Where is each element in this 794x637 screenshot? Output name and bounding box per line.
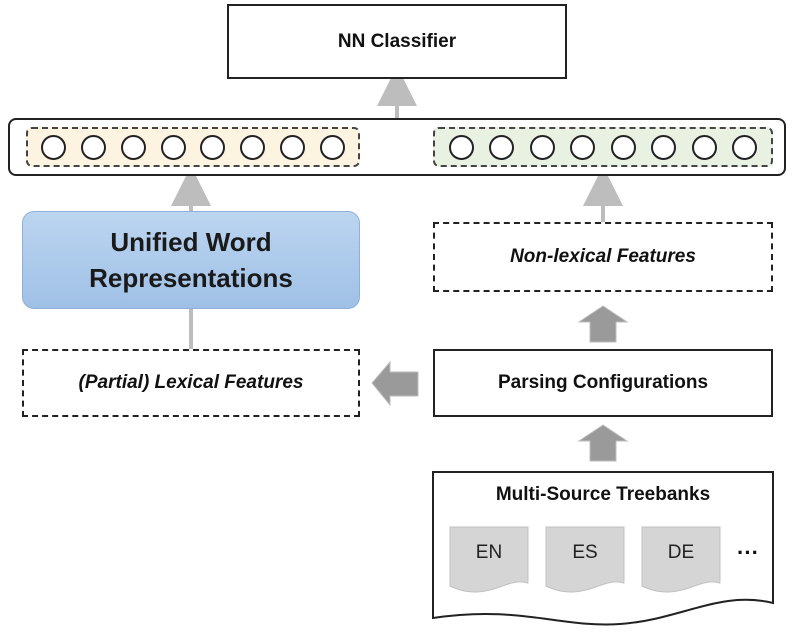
parsing-configurations-box: Parsing Configurations (433, 349, 773, 417)
neuron (200, 134, 226, 160)
treebank-label-en: EN (475, 542, 503, 563)
neuron (732, 134, 758, 160)
partial-lexical-features-label: (Partial) Lexical Features (78, 372, 304, 393)
block-arrow-left-to-lexical (371, 360, 419, 407)
neuron (240, 134, 266, 160)
non-lexical-features-label: Non-lexical Features (510, 246, 696, 267)
unified-word-representations-line2: Representations (89, 263, 293, 293)
treebank-label-de: DE (667, 542, 695, 563)
treebank-doc-en: EN (450, 538, 528, 568)
neuron (160, 134, 186, 160)
non-lexical-neuron-group (433, 127, 773, 167)
neuron (489, 134, 515, 160)
nn-classifier-box: NN Classifier (227, 4, 567, 79)
multi-source-treebanks-label: Multi-Source Treebanks (495, 484, 711, 505)
partial-lexical-features-box: (Partial) Lexical Features (22, 349, 360, 417)
doc-shape-de (641, 526, 721, 593)
block-arrow-up-to-parsing (577, 424, 629, 462)
treebank-doc-es: ES (546, 538, 624, 568)
neuron (319, 134, 345, 160)
unified-word-representations-line1: Unified Word (110, 227, 272, 257)
unified-word-representations-box: Unified Word Representations (22, 211, 360, 309)
neuron (448, 134, 474, 160)
neuron (651, 134, 677, 160)
neuron (570, 134, 596, 160)
neuron (691, 134, 717, 160)
neuron (279, 134, 305, 160)
lexical-neuron-group (26, 127, 360, 167)
neuron (610, 134, 636, 160)
neuron (41, 134, 67, 160)
block-arrow-up-to-nonlexical (577, 305, 629, 343)
doc-shape-es (545, 526, 625, 593)
treebank-more: ··· (728, 538, 768, 568)
doc-shape-en (449, 526, 529, 593)
treebank-label-es: ES (572, 542, 598, 563)
multi-source-treebanks-title-area: Multi-Source Treebanks (433, 478, 773, 512)
treebank-more-ellipsis: ··· (737, 540, 759, 565)
parsing-configurations-label: Parsing Configurations (497, 372, 709, 393)
non-lexical-features-box: Non-lexical Features (433, 222, 773, 292)
neuron (120, 134, 146, 160)
treebank-doc-de: DE (642, 538, 720, 568)
neuron (529, 134, 555, 160)
neuron (81, 134, 107, 160)
nn-classifier-label: NN Classifier (337, 30, 457, 52)
